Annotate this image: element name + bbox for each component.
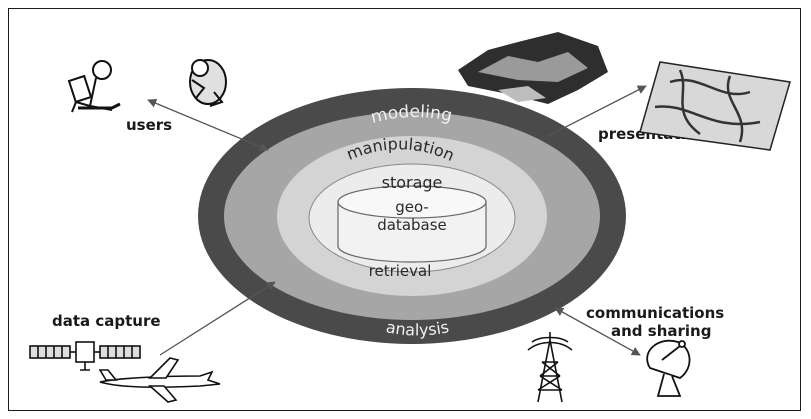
label-users: users: [126, 116, 172, 134]
diagram-frame: [8, 8, 801, 411]
terrain-image-icon: [458, 32, 608, 104]
label-communications: communications: [586, 304, 724, 322]
ring-label-storage: storage: [382, 173, 443, 192]
map-image-icon: [639, 61, 791, 151]
data-capture-arrow: [159, 281, 276, 356]
communications-arrow: [554, 307, 641, 356]
label-data-capture: data capture: [52, 312, 161, 330]
ring-label-analysis: analysis: [385, 317, 451, 339]
airplane-icon: [98, 357, 221, 403]
satellite-dish-icon: [646, 339, 691, 397]
radio-tower-icon: [527, 332, 573, 403]
label-and-sharing: and sharing: [611, 322, 711, 340]
core-label-database: database: [377, 216, 447, 234]
database-cylinder-icon: [337, 185, 487, 263]
users-arrow: [147, 98, 269, 152]
presentation-arrow: [547, 85, 647, 137]
reading-person-icon: [67, 60, 121, 113]
core-label-geo: geo-: [395, 198, 429, 216]
satellite-icon: [29, 341, 141, 371]
reading-person-icon: [189, 59, 227, 107]
ring-label-retrieval: retrieval: [369, 262, 432, 280]
